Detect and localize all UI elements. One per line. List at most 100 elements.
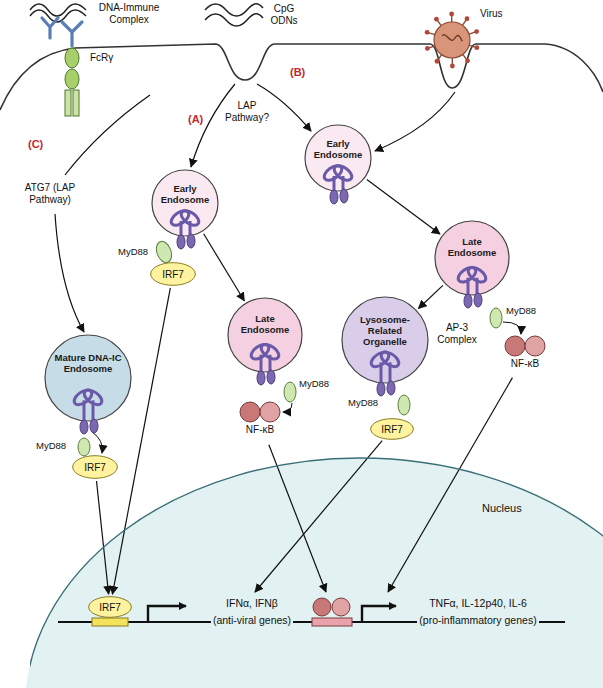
pathway-letter: (C) bbox=[28, 138, 43, 151]
node-text: Nucleus bbox=[482, 502, 522, 514]
node-text: Late Endosome bbox=[442, 237, 503, 259]
virus-spike bbox=[434, 17, 439, 22]
endosome-membrane bbox=[305, 125, 371, 191]
nfkb-subunit bbox=[332, 598, 350, 616]
fc-receptor-tail bbox=[73, 90, 79, 116]
endosome: Mature DNA-IC Endosome bbox=[44, 334, 132, 422]
node-text: IRF7 bbox=[84, 462, 106, 473]
tlr9-loop bbox=[259, 341, 282, 361]
virus-spike bbox=[465, 58, 470, 63]
tlr9-loop bbox=[466, 264, 489, 284]
myd88-adaptor bbox=[490, 308, 502, 328]
endosome: Early Endosome bbox=[151, 169, 219, 237]
irf7-oval: IRF7 bbox=[150, 262, 196, 286]
nfkb-subunit bbox=[505, 336, 525, 356]
signal-arrow bbox=[255, 441, 382, 592]
virus-spike bbox=[425, 46, 430, 51]
signal-arrow bbox=[367, 180, 440, 235]
myd88-adaptor bbox=[154, 239, 175, 264]
endosome: Late Endosome bbox=[227, 297, 303, 373]
pathway-arrow bbox=[191, 84, 235, 167]
tlr9-tail bbox=[257, 371, 265, 385]
isre-promoter bbox=[92, 618, 128, 626]
virus-spike bbox=[435, 59, 440, 64]
pathway-letter: (B) bbox=[290, 66, 305, 79]
irf7-shape bbox=[73, 456, 118, 479]
irf7-oval: IRF7 bbox=[88, 596, 132, 618]
irf7-shape bbox=[371, 419, 414, 440]
tlr9-loop bbox=[179, 208, 202, 228]
tlr9-tail bbox=[340, 189, 348, 203]
virus-genome bbox=[442, 35, 462, 41]
gene-label: IFNα, IFNβ bbox=[224, 597, 280, 610]
node-text: IRF7 bbox=[381, 424, 403, 435]
activation-arrow bbox=[283, 403, 292, 412]
cell-membrane bbox=[0, 44, 603, 110]
nucleus-ground bbox=[25, 458, 603, 688]
endosome: Lysosome-Related Organelle bbox=[341, 296, 429, 384]
tlr9-loop bbox=[379, 349, 402, 369]
tlr9-tail bbox=[80, 420, 88, 434]
callout-label: MyD88 bbox=[118, 246, 148, 257]
endosome-shape bbox=[44, 334, 132, 422]
callout-label: MyD88 bbox=[348, 397, 378, 408]
nfkb-subunit bbox=[313, 598, 331, 616]
virus bbox=[425, 12, 479, 69]
tlr9-tail bbox=[267, 370, 275, 384]
signal-arrow bbox=[418, 285, 442, 308]
signal-arrow bbox=[96, 481, 108, 594]
endosome-membrane bbox=[435, 221, 509, 295]
tlr9-loop bbox=[82, 387, 105, 407]
myd88-adaptor bbox=[398, 395, 410, 415]
virus-spike bbox=[425, 30, 430, 35]
node-text: Lysosome-Related Organelle bbox=[350, 315, 420, 348]
tlr9-tail bbox=[177, 235, 185, 249]
tlr9-loop bbox=[332, 163, 355, 183]
tlr9-tail bbox=[377, 382, 385, 396]
virus-spike bbox=[465, 16, 470, 21]
fc-receptor bbox=[65, 48, 79, 68]
callout-label: LAP Pathway? bbox=[222, 100, 272, 124]
virus-spike bbox=[474, 45, 479, 50]
callout-label: MyD88 bbox=[36, 440, 66, 451]
node-text: Mature DNA-IC Endosome bbox=[53, 353, 123, 375]
activation-arrow bbox=[503, 322, 521, 334]
node-text: IRF7 bbox=[162, 269, 184, 280]
endosome-membrane bbox=[152, 170, 218, 236]
node-text: NF-κB bbox=[498, 358, 552, 369]
endosome-membrane bbox=[45, 335, 131, 421]
nfkb-promoter bbox=[312, 618, 352, 626]
signal-arrow bbox=[269, 445, 326, 592]
nfkb-subunit bbox=[240, 402, 260, 422]
virus-body bbox=[434, 22, 470, 58]
callout-label: FcRγ bbox=[90, 52, 113, 64]
signal-arrow bbox=[112, 288, 170, 594]
nfkb-subunit bbox=[260, 402, 280, 422]
fc-receptor bbox=[65, 69, 79, 89]
antibody bbox=[42, 18, 58, 38]
tlr9-tail bbox=[474, 293, 482, 307]
transcription-arrow bbox=[148, 606, 186, 622]
fc-receptor-tail bbox=[65, 90, 71, 116]
tlr9-tail bbox=[90, 419, 98, 433]
callout-label: MyD88 bbox=[299, 378, 329, 389]
myd88-adaptor bbox=[78, 438, 90, 456]
irf7-oval: IRF7 bbox=[370, 418, 414, 440]
pathway-arrow bbox=[375, 92, 455, 151]
callout-label: DNA-Immune Complex bbox=[92, 2, 166, 26]
endosome-membrane bbox=[228, 298, 302, 372]
nfkb-dimer-shape bbox=[233, 400, 287, 444]
endosome-shape bbox=[227, 297, 303, 373]
nucleus: NucleusIRF7 bbox=[30, 450, 603, 688]
gene-label: (anti-viral genes) bbox=[211, 614, 293, 627]
gene-label: TNFα, IL-12p40, IL-6 bbox=[427, 597, 529, 610]
virus-spike bbox=[450, 64, 455, 69]
pathway-letter: (A) bbox=[188, 113, 203, 126]
nfkb-dimer: NF-κB bbox=[498, 334, 552, 378]
tlr9-tail bbox=[187, 234, 195, 248]
tlr9-tail bbox=[330, 190, 338, 204]
node-text: Early Endosome bbox=[311, 139, 365, 161]
